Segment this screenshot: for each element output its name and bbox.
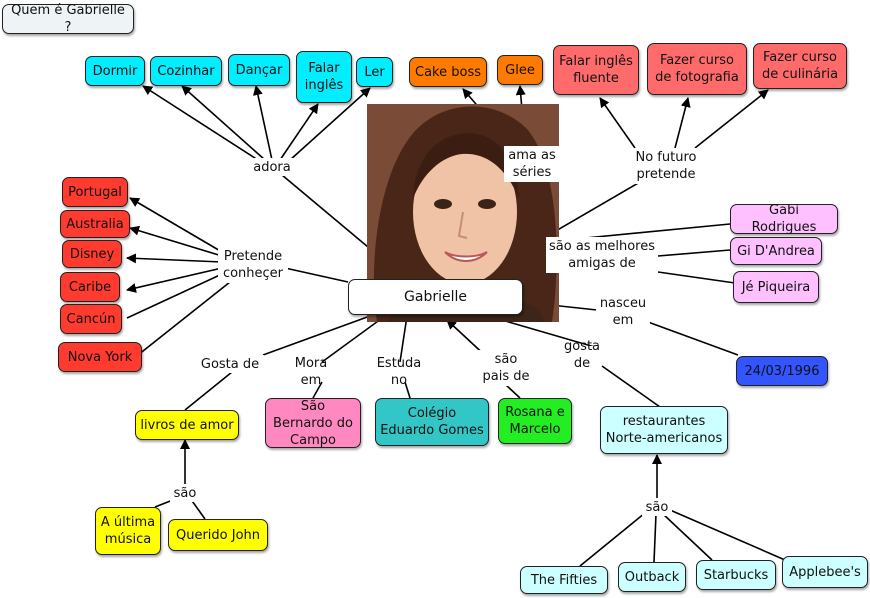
label-sao-restaurantes: são — [642, 498, 672, 516]
node-cake-boss[interactable]: Cake boss — [409, 57, 487, 87]
node-outback[interactable]: Outback — [618, 562, 686, 592]
center-node-gabrielle[interactable]: Gabrielle — [348, 279, 523, 315]
label-estuda-no: Estuda no — [366, 356, 432, 388]
node-dancar[interactable]: Dançar — [228, 54, 290, 86]
node-nova-york[interactable]: Nova York — [58, 342, 142, 372]
node-dormir[interactable]: Dormir — [85, 56, 145, 86]
node-the-fifties[interactable]: The Fifties — [520, 566, 608, 594]
label-melhores-amigas: são as melhores amigas de — [546, 237, 658, 273]
node-starbucks[interactable]: Starbucks — [696, 560, 776, 590]
node-portugal[interactable]: Portugal — [62, 177, 128, 207]
label-adora: adora — [250, 158, 294, 176]
node-applebees[interactable]: Applebee's — [782, 556, 868, 588]
node-pais[interactable]: Rosana e Marcelo — [498, 398, 572, 444]
node-querido-john[interactable]: Querido John — [168, 519, 268, 551]
node-cozinhar[interactable]: Cozinhar — [150, 56, 222, 86]
node-disney[interactable]: Disney — [62, 240, 122, 268]
node-ler[interactable]: Ler — [356, 57, 393, 87]
node-je-piqueira[interactable]: Jé Piqueira — [733, 271, 819, 303]
label-no-futuro-pretende: No futuro pretende — [628, 148, 704, 184]
node-cancun[interactable]: Cancún — [60, 304, 122, 334]
node-glee[interactable]: Glee — [497, 55, 543, 85]
label-nasceu-em: nasceu em — [596, 294, 650, 330]
node-falar-ingles[interactable]: Falar inglês — [296, 51, 352, 103]
label-ama-as-series: ama as séries — [504, 146, 560, 182]
node-curso-fotografia[interactable]: Fazer curso de fotografia — [647, 43, 747, 95]
node-data-nascimento[interactable]: 24/03/1996 — [736, 356, 828, 386]
node-sao-bernardo[interactable]: São Bernardo do Campo — [265, 398, 361, 448]
label-gosta-de-restaurantes: gosta de — [552, 339, 612, 371]
label-mora-em: Mora em — [282, 356, 340, 388]
node-gi-dandrea[interactable]: Gi D'Andrea — [730, 237, 822, 265]
label-sao-pais-de: são pais de — [478, 350, 534, 386]
node-ultima-musica[interactable]: A última música — [95, 507, 161, 555]
node-curso-culinaria[interactable]: Fazer curso de culinária — [753, 43, 847, 89]
node-colegio[interactable]: Colégio Eduardo Gomes — [375, 398, 489, 446]
node-restaurantes[interactable]: restaurantes Norte-americanos — [600, 406, 728, 454]
node-falar-ingles-fluente[interactable]: Falar inglês fluente — [553, 45, 639, 95]
node-livros-de-amor[interactable]: livros de amor — [135, 410, 239, 440]
label-sao-livros: são — [170, 484, 200, 502]
node-australia[interactable]: Australia — [60, 210, 130, 238]
title-box: Quem é Gabrielle ? — [2, 3, 134, 35]
label-pretende-conhecer: Pretende conheçer — [218, 247, 288, 283]
node-caribe[interactable]: Caribe — [60, 272, 120, 302]
label-gosta-de-livros: Gosta de — [196, 355, 264, 373]
node-gabi-rodrigues[interactable]: Gabi Rodrigues — [730, 203, 838, 235]
